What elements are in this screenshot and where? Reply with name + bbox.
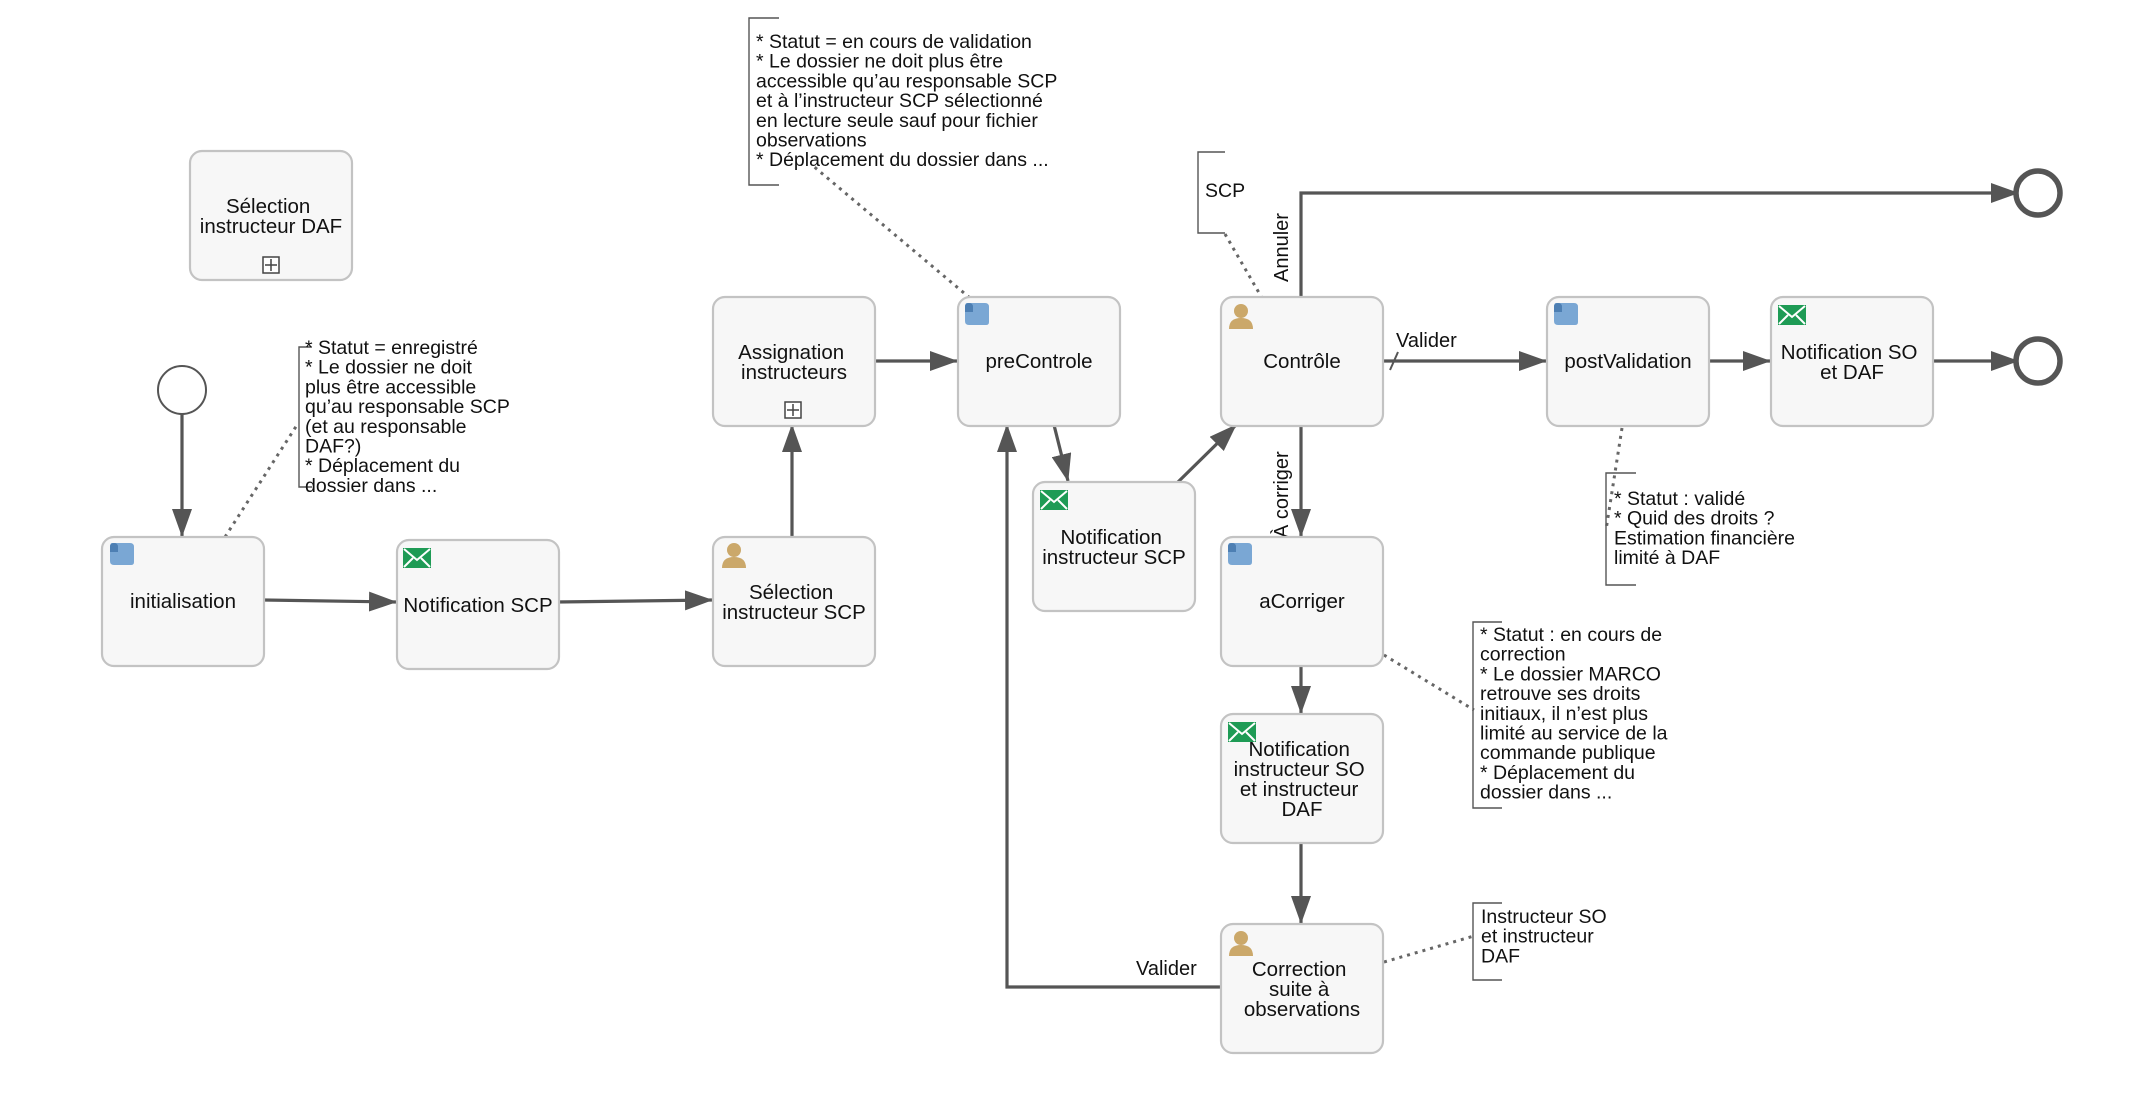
end-event-valide[interactable] <box>2013 336 2063 386</box>
annotation-acorriger[interactable]: * Statut : en cours de correction * Le d… <box>1472 621 1673 809</box>
annotation-correction-text: Instructeur SO et instructeur DAF <box>1481 906 1612 967</box>
flow-label-valider: Valider <box>1396 330 1457 352</box>
task-precontrole[interactable]: preControle <box>956 295 1122 428</box>
script-task-icon <box>965 303 989 325</box>
send-message-icon <box>1777 304 1807 326</box>
association-init-note <box>223 424 299 538</box>
task-controle[interactable]: Contrôle <box>1219 295 1385 428</box>
start-event[interactable] <box>157 365 207 415</box>
subprocess-marker-icon <box>262 256 280 274</box>
flow-correction-valider-to-precontrole[interactable] <box>997 424 1220 989</box>
task-assignation-instructeurs[interactable]: Assignation instructeurs <box>711 295 877 428</box>
task-notification-so-daf[interactable]: Notification SO et DAF <box>1769 295 1935 428</box>
script-task-icon <box>1228 543 1252 565</box>
association-controle-note <box>1223 233 1264 299</box>
flow-initialisation-to-notification-scp[interactable] <box>263 591 397 612</box>
association-postvalidation-note <box>1604 427 1624 531</box>
flow-controle-annuler-to-end[interactable] <box>1299 183 2019 297</box>
annotation-acorriger-text: * Statut : en cours de correction * Le d… <box>1480 624 1673 804</box>
annotation-precontrole-text: * Statut = en cours de validation * Le d… <box>756 31 1062 171</box>
annotation-controle-text: SCP <box>1205 180 1245 202</box>
task-assignation-instructeurs-label: Assignation instructeurs <box>738 341 850 384</box>
subprocess-marker-icon <box>784 401 802 419</box>
task-postvalidation-label: postValidation <box>1564 350 1691 373</box>
default-flow-slash <box>1389 351 1399 371</box>
task-notification-scp[interactable]: Notification SCP <box>395 538 561 671</box>
task-selection-instructeur-scp-label: Sélection instructeur SCP <box>722 581 866 624</box>
annotation-controle[interactable]: SCP <box>1197 151 1245 234</box>
task-selection-instructeur-daf[interactable]: Sélection instructeur DAF <box>188 149 354 282</box>
task-initialisation-label: initialisation <box>130 590 236 613</box>
script-task-icon <box>1554 303 1578 325</box>
task-postvalidation[interactable]: postValidation <box>1545 295 1711 428</box>
task-selection-instructeur-scp[interactable]: Sélection instructeur SCP <box>711 535 877 668</box>
task-notification-instructeur-so-daf[interactable]: Notification instructeur SO et instructe… <box>1219 712 1385 845</box>
annotation-precontrole[interactable]: * Statut = en cours de validation * Le d… <box>748 17 1062 186</box>
association-precontrole-note <box>811 163 971 300</box>
send-message-icon <box>402 547 432 569</box>
task-precontrole-label: preControle <box>985 350 1092 373</box>
task-notification-so-daf-label: Notification SO et DAF <box>1781 341 1923 384</box>
association-correction-note <box>1383 934 1475 964</box>
task-acorriger-label: aCorriger <box>1259 590 1345 613</box>
flow-notification-scp-to-selection-scp[interactable] <box>556 590 713 611</box>
task-acorriger[interactable]: aCorriger <box>1219 535 1385 668</box>
flow-label-annuler: Annuler <box>1271 213 1293 282</box>
flow-label-a-corriger: À corriger <box>1270 451 1293 538</box>
annotation-correction[interactable]: Instructeur SO et instructeur DAF <box>1472 902 1612 981</box>
annotation-initialisation[interactable]: * Statut = enregistré * Le dossier ne do… <box>298 337 515 497</box>
annotation-postvalidation-text: * Statut : validé * Quid des droits ? Es… <box>1614 488 1800 569</box>
task-notification-scp-label: Notification SCP <box>403 594 552 617</box>
annotation-initialisation-text: * Statut = enregistré * Le dossier ne do… <box>305 337 515 497</box>
send-message-icon <box>1039 489 1069 511</box>
annotation-postvalidation[interactable]: * Statut : validé * Quid des droits ? Es… <box>1605 472 1800 586</box>
end-event-annuler[interactable] <box>2013 168 2063 218</box>
task-notification-instructeur-so-daf-label: Notification instructeur SO et instructe… <box>1234 738 1371 821</box>
flow-notification-instructeur-scp-to-controle[interactable] <box>1176 423 1238 484</box>
flow-label-valider-correction: Valider <box>1136 958 1197 980</box>
association-acorriger-note <box>1383 653 1475 712</box>
task-notification-instructeur-scp-label: Notification instructeur SCP <box>1042 526 1186 569</box>
task-correction-suite-observations[interactable]: Correction suite à observations <box>1219 922 1385 1055</box>
task-notification-instructeur-scp[interactable]: Notification instructeur SCP <box>1031 480 1197 613</box>
task-correction-label: Correction suite à observations <box>1244 958 1360 1021</box>
task-initialisation[interactable]: initialisation <box>100 535 266 668</box>
task-selection-instructeur-daf-label: Sélection instructeur DAF <box>200 195 342 238</box>
script-task-icon <box>110 543 134 565</box>
task-controle-label: Contrôle <box>1263 350 1341 373</box>
flow-precontrole-to-notification-instructeur-scp[interactable] <box>1051 424 1072 482</box>
